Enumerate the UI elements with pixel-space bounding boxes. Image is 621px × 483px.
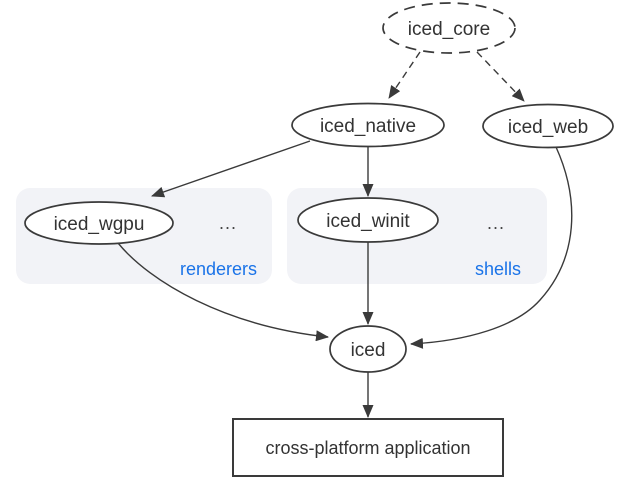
node-iced-web bbox=[482, 103, 614, 149]
node-application-box bbox=[232, 418, 504, 477]
edge-iced-wgpu-to-iced bbox=[117, 242, 329, 342]
renderers-group-label: renderers bbox=[180, 259, 257, 279]
node-iced-native bbox=[291, 102, 445, 148]
node-iced-winit bbox=[297, 197, 439, 243]
node-iced-wgpu bbox=[24, 201, 174, 245]
node-iced bbox=[329, 325, 407, 373]
edge-iced-native-to-iced-wgpu bbox=[151, 140, 311, 198]
edge-iced-core-to-iced-native bbox=[388, 51, 421, 99]
node-iced-core bbox=[382, 2, 516, 54]
node-iced-core-label: iced_core bbox=[408, 19, 490, 40]
node-iced-wgpu-label: iced_wgpu bbox=[54, 214, 145, 235]
node-application-label: cross-platform application bbox=[265, 438, 470, 458]
shells-group-label: shells bbox=[475, 259, 521, 279]
node-iced-web-label: iced_web bbox=[508, 117, 588, 138]
renderers-ellipsis: ... bbox=[219, 213, 237, 233]
edge-iced-web-to-iced bbox=[410, 146, 573, 349]
node-iced-label: iced bbox=[351, 340, 386, 361]
node-iced-native-label: iced_native bbox=[320, 116, 416, 137]
shells-ellipsis: ... bbox=[487, 213, 505, 233]
edge-iced-core-to-iced-web bbox=[476, 51, 525, 102]
node-iced-winit-label: iced_winit bbox=[326, 211, 410, 232]
